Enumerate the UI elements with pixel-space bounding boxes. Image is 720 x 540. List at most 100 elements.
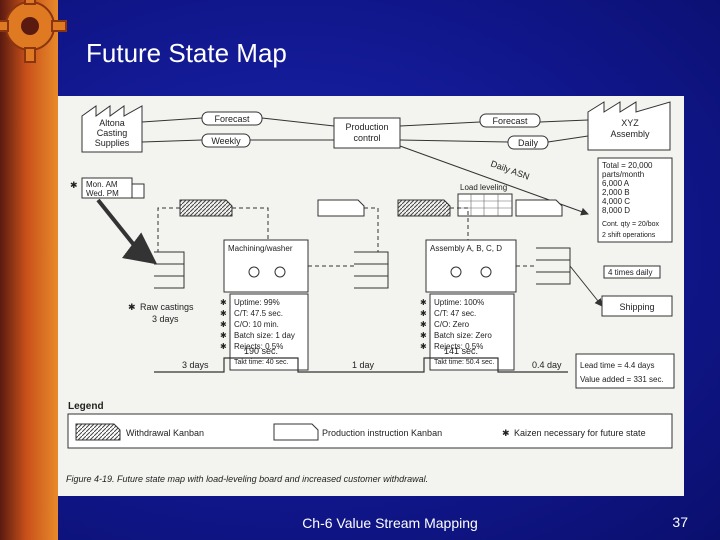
decorative-strip <box>0 0 58 540</box>
forecast-right-label: Forecast <box>492 116 528 126</box>
lead-time: Lead time = 4.4 days <box>580 361 655 370</box>
machining-process-box <box>223 239 309 293</box>
shipping-flow-arrow <box>569 265 603 307</box>
customer-data-1: Total = 20,000 <box>602 161 653 170</box>
machining-title: Machining/washer <box>228 244 293 253</box>
assembly-kaizen-stars: ✱ ✱ ✱ ✱ ✱ <box>420 298 427 351</box>
production-kanban-2 <box>515 199 563 217</box>
assembly-data-2: C/T: 47 sec. <box>434 309 476 318</box>
times-daily-box <box>603 265 661 279</box>
raw-material-arrow <box>96 198 158 265</box>
kaizen-star-raw: ✱ <box>128 302 136 312</box>
supplier-line-3: Supplies <box>95 138 130 148</box>
daily-asn-label: Daily ASN <box>489 158 530 181</box>
supplier-line-1: Altona <box>99 118 125 128</box>
svg-text:✱: ✱ <box>220 320 227 329</box>
customer-data-8: 2 shift operations <box>602 232 656 239</box>
legend-production-label: Production instruction Kanban <box>322 428 442 438</box>
load-leveling-box <box>457 193 513 217</box>
svg-text:✱: ✱ <box>420 320 427 329</box>
timeline-line <box>154 357 568 373</box>
weekly-label: Weekly <box>211 136 241 146</box>
production-control-line-2: control <box>353 133 380 143</box>
customer-data-4: 2,000 B <box>602 188 630 197</box>
customer-line-2: Assembly <box>610 129 650 139</box>
assembly-data-1: Uptime: 100% <box>434 298 484 307</box>
supermarket-3 <box>536 247 571 285</box>
production-kanban-1 <box>317 199 365 217</box>
legend-kaizen-star: ✱ <box>502 428 510 438</box>
svg-text:✱: ✱ <box>420 298 427 307</box>
value-added: Value added = 331 sec. <box>580 375 664 384</box>
svg-text:✱: ✱ <box>420 342 427 351</box>
truck-line-1: Mon. AM <box>86 180 118 189</box>
load-leveling-label: Load leveling <box>460 183 507 192</box>
assembly-data-3: C/O: Zero <box>434 320 470 329</box>
legend-withdrawal-label: Withdrawal Kanban <box>126 428 204 438</box>
future-state-map-diagram: Altona Casting Supplies XYZ Assembly Pro… <box>66 101 675 484</box>
assembly-data-4: Batch size: Zero <box>434 331 492 340</box>
kaizen-star-truck: ✱ <box>70 180 78 190</box>
supermarket-1 <box>154 251 185 289</box>
svg-text:✱: ✱ <box>420 309 427 318</box>
customer-data-7: Cont. qty = 20/box <box>602 221 660 228</box>
operator-icon-4 <box>480 266 492 278</box>
legend-withdrawal-swatch <box>75 423 121 441</box>
customer-factory <box>587 101 671 151</box>
svg-text:✱: ✱ <box>220 342 227 351</box>
legend-kaizen-label: Kaizen necessary for future state <box>514 428 646 438</box>
machining-data-5: Rejects: 0.5% <box>234 342 283 351</box>
slide-title: Future State Map <box>86 38 287 68</box>
daily-label: Daily <box>518 138 539 148</box>
machining-data-4: Batch size: 1 day <box>234 331 295 340</box>
machining-data-6: Takt time: 40 sec. <box>234 359 289 366</box>
customer-line-1: XYZ <box>621 118 639 128</box>
svg-text:✱: ✱ <box>220 331 227 340</box>
assembly-data-6: Takt time: 50.4 sec. <box>434 359 494 366</box>
lead-time-box <box>575 353 675 389</box>
timeline-inv-3: 0.4 day <box>532 360 562 370</box>
legend-box <box>67 413 673 449</box>
gear-icon <box>0 0 67 63</box>
legend-title: Legend <box>68 401 104 412</box>
machining-data-2: C/T: 47.5 sec. <box>234 309 283 318</box>
machining-data-1: Uptime: 99% <box>234 298 280 307</box>
raw-castings-line-2: 3 days <box>152 314 179 324</box>
withdrawal-kanban-2 <box>397 199 451 217</box>
assembly-data-5: Rejects: 0.5% <box>434 342 483 351</box>
shipping-label: Shipping <box>619 302 654 312</box>
timeline-proc-2: 141 sec. <box>444 346 478 356</box>
customer-data-box <box>597 157 673 243</box>
customer-data-2: parts/month <box>602 170 644 179</box>
value-stream-figure: Altona Casting Supplies XYZ Assembly Pro… <box>58 96 684 496</box>
machining-data-box <box>229 293 309 371</box>
supermarket-2 <box>354 251 389 289</box>
machining-data-3: C/O: 10 min. <box>234 320 279 329</box>
supplier-line-2: Casting <box>97 128 128 138</box>
page-number: 37 <box>672 514 688 530</box>
supplier-factory <box>81 105 143 153</box>
customer-data-5: 4,000 C <box>602 197 630 206</box>
svg-text:✱: ✱ <box>220 298 227 307</box>
daily-box <box>507 135 549 150</box>
svg-text:✱: ✱ <box>420 331 427 340</box>
production-control-box <box>333 117 401 149</box>
timeline-inv-2: 1 day <box>352 360 375 370</box>
slide-footer: Ch-6 Value Stream Mapping <box>302 515 478 531</box>
operator-icon-3 <box>450 266 462 278</box>
truck-icon <box>131 183 145 199</box>
timeline-proc-1: 190 sec. <box>244 346 278 356</box>
times-daily-label: 4 times daily <box>608 268 652 277</box>
operator-icon-2 <box>274 266 286 278</box>
withdrawal-kanban-1 <box>179 199 233 217</box>
svg-text:✱: ✱ <box>220 309 227 318</box>
forecast-left-label: Forecast <box>214 114 250 124</box>
assembly-title: Assembly A, B, C, D <box>430 244 502 253</box>
customer-data-3: 6,000 A <box>602 179 630 188</box>
forecast-right-box <box>479 113 541 128</box>
raw-castings-line-1: Raw castings <box>140 302 194 312</box>
legend-production-swatch <box>273 423 319 441</box>
production-control-line-1: Production <box>345 122 388 132</box>
truck-line-2: Wed. PM <box>86 189 119 198</box>
figure-caption: Figure 4-19. Future state map with load-… <box>66 474 428 484</box>
